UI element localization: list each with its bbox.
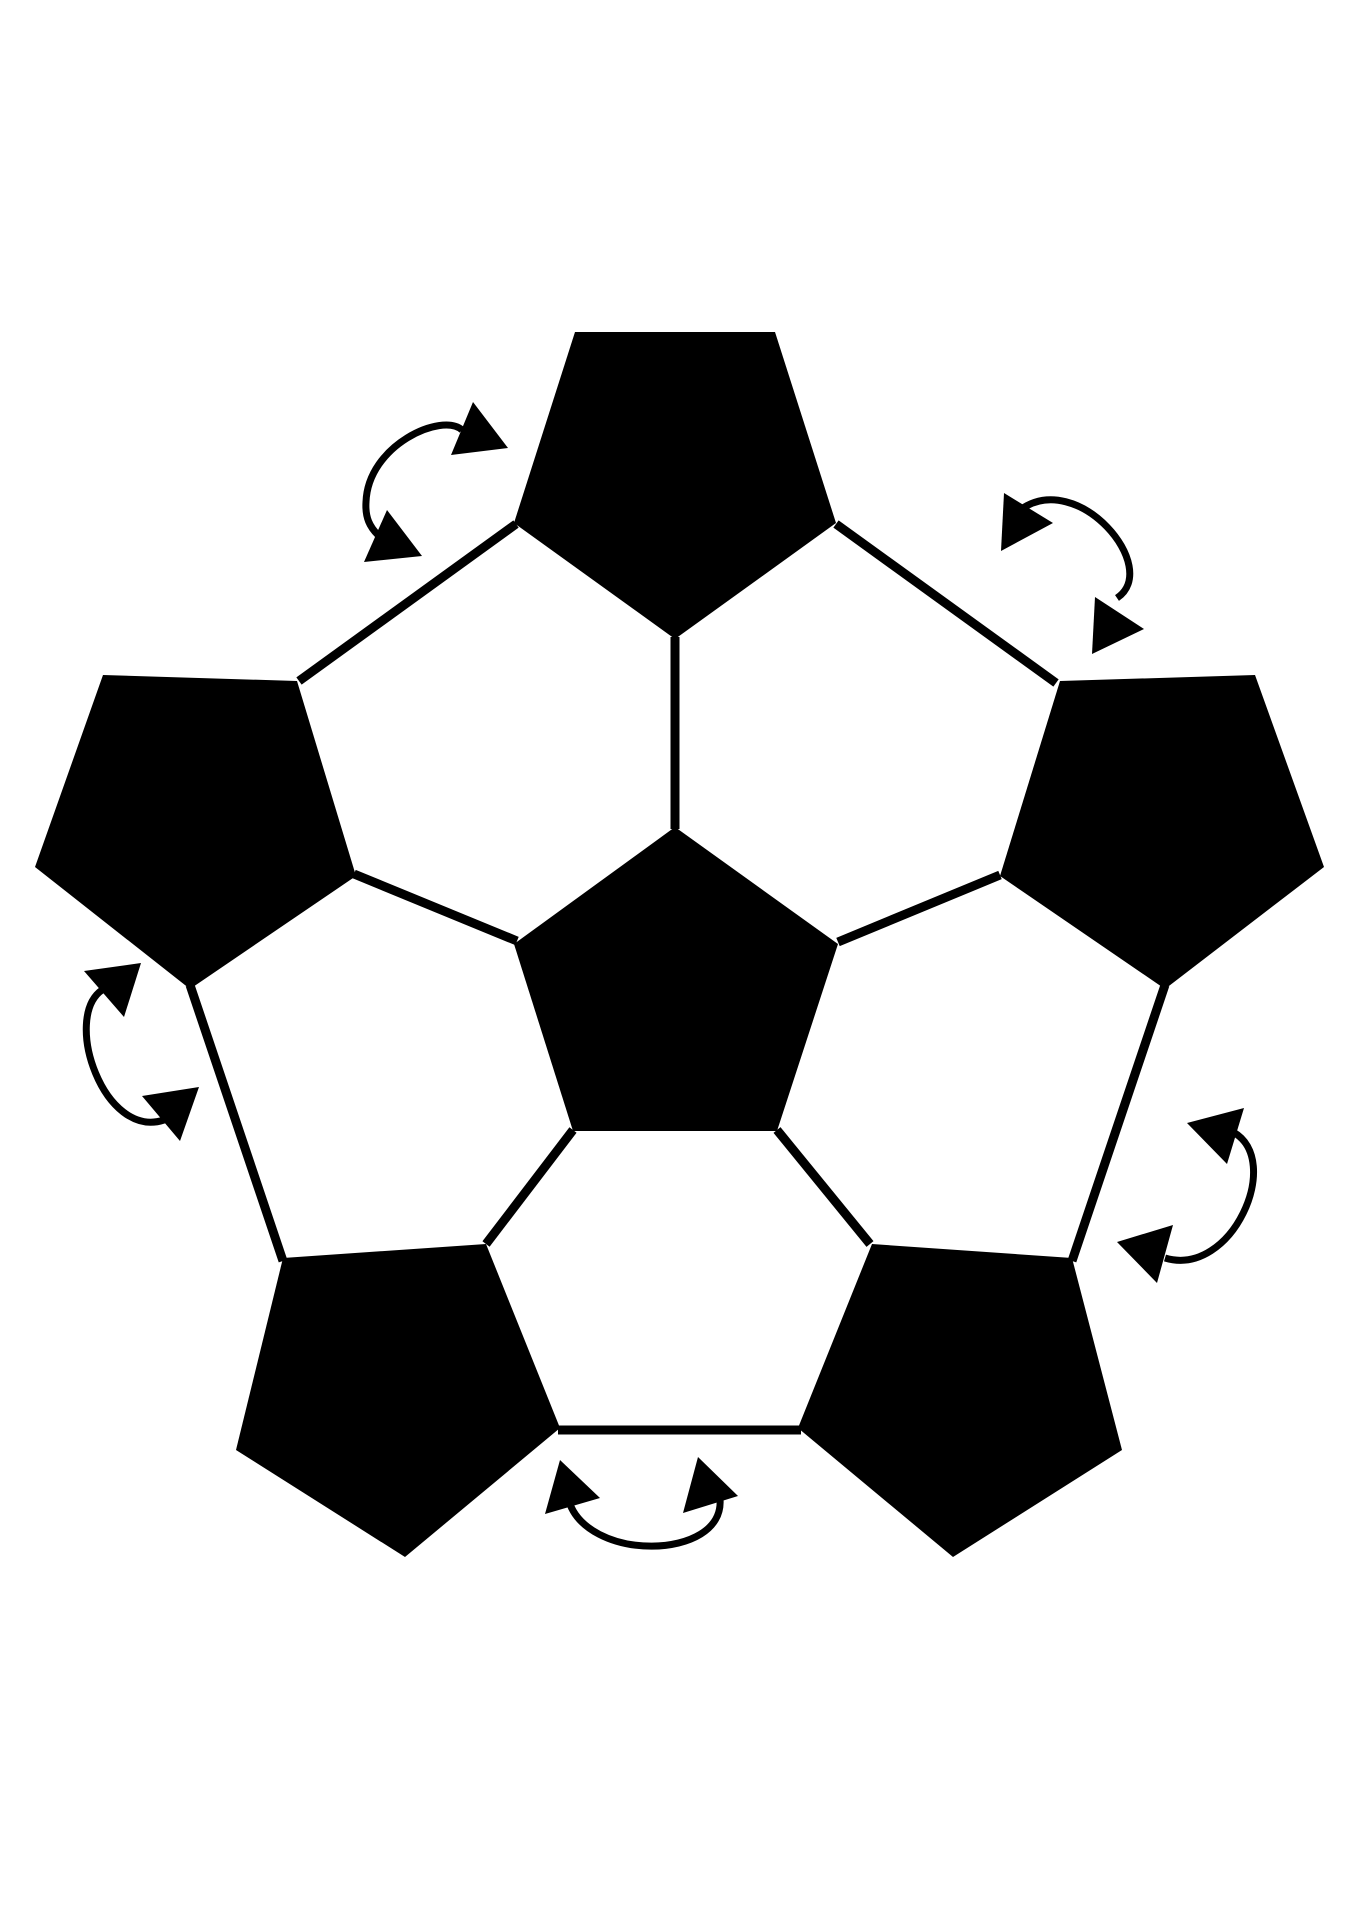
fold-arrow-top-left-head-1 xyxy=(451,402,508,455)
fold-arrow-top-right-head-2 xyxy=(1092,597,1144,654)
fold-arrow-left-head-2 xyxy=(142,1087,199,1141)
fold-arrow-bottom-head-1 xyxy=(545,1460,600,1514)
pentagon-center xyxy=(514,827,838,1131)
seam-line-2 xyxy=(833,520,1059,687)
seam-line-8 xyxy=(482,1127,577,1247)
fold-arrow-bottom xyxy=(545,1457,738,1550)
seam-lines xyxy=(185,520,1170,1435)
pentagon-bottom-left xyxy=(236,1244,560,1557)
seam-line-7 xyxy=(1067,983,1170,1263)
seam-line-4 xyxy=(352,869,519,946)
fold-arrow-left-arc xyxy=(82,987,166,1126)
fold-arrow-right-arc xyxy=(1164,1128,1258,1264)
fold-arrow-bottom-arc xyxy=(564,1496,724,1550)
fold-arrow-bottom-head-2 xyxy=(683,1457,738,1513)
fold-arrow-top-left-head-2 xyxy=(364,510,422,562)
pentagon-top xyxy=(514,332,836,639)
fold-arrow-top-right-head-1 xyxy=(1001,493,1053,551)
seam-line-1 xyxy=(296,520,519,685)
fold-arrow-right xyxy=(1117,1108,1258,1283)
fold-arrow-top-right xyxy=(1001,493,1144,654)
seam-line-6 xyxy=(185,983,288,1263)
fold-arrow-left-head-1 xyxy=(84,963,141,1017)
fold-arrow-left xyxy=(82,963,199,1141)
fold-arrow-top-right-arc xyxy=(1017,496,1134,601)
fold-arrow-top-left-arc xyxy=(362,421,465,538)
pentagon-left xyxy=(35,675,356,989)
fold-arrow-top-left xyxy=(362,402,508,562)
pentagon-bottom-right xyxy=(798,1244,1122,1557)
fold-arrow-right-head-2 xyxy=(1117,1225,1173,1283)
fold-arrow-right-head-1 xyxy=(1187,1108,1244,1164)
seam-line-5 xyxy=(836,870,1002,947)
seam-line-9 xyxy=(773,1127,874,1247)
black-pentagon-panels xyxy=(35,332,1324,1557)
fold-arrows xyxy=(82,402,1258,1550)
pentagon-right xyxy=(1000,675,1324,989)
